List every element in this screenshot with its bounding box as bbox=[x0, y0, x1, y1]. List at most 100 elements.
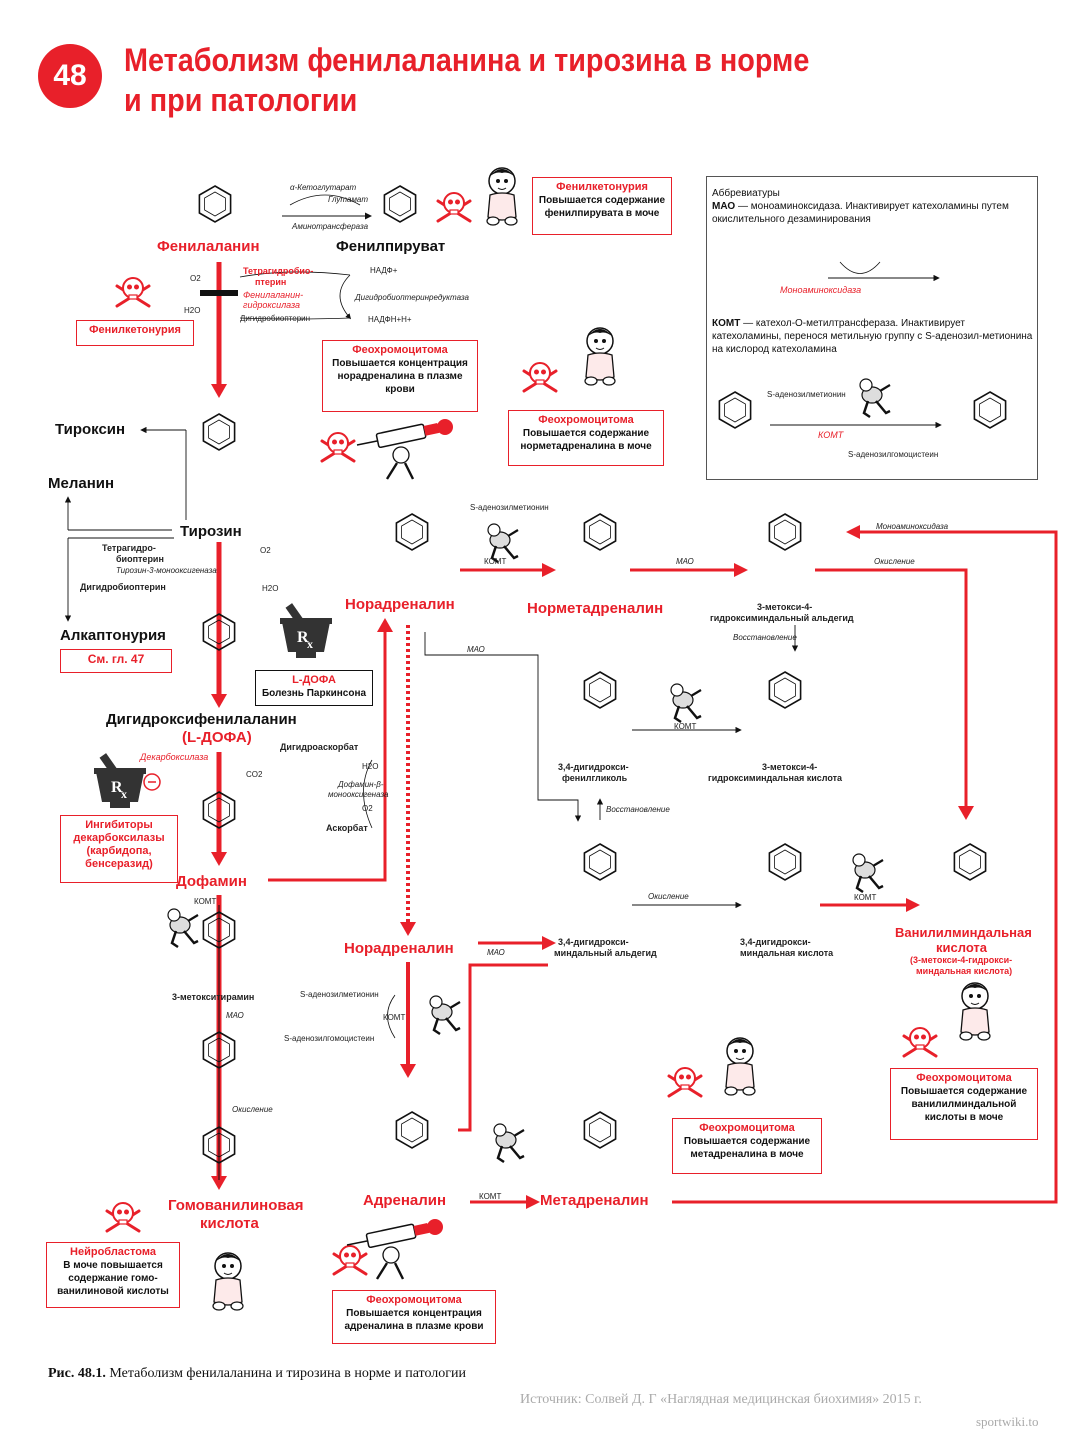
inhib-line-4: бенсеразид) bbox=[85, 858, 153, 870]
reagent-thbp2-2: биоптерин bbox=[116, 554, 164, 564]
box-ldopa-desc: Болезнь Паркинсона bbox=[261, 688, 367, 699]
box-pheo5-title: Феохромоцитома bbox=[916, 1072, 1012, 1084]
label-dhpg-2: фенилгликоль bbox=[562, 773, 628, 783]
box-pku-top-desc: Повышается содержание фенилпирувата в мо… bbox=[538, 195, 666, 219]
main-pathway-arrows bbox=[200, 262, 238, 1190]
reagent-komt-6: КОМТ bbox=[479, 1192, 502, 1201]
abbr-mao-enzyme: Моноаминоксидаза bbox=[780, 285, 862, 295]
abbreviations-heading: Аббревиатуры bbox=[712, 188, 780, 199]
box-neuro-title: Нейробластома bbox=[70, 1246, 156, 1258]
label-vma-2: кислота bbox=[936, 940, 988, 955]
box-pheo1-desc: Повышается концентрация норадреналина в … bbox=[332, 358, 468, 395]
box-see-chapter-text: См. гл. 47 bbox=[87, 652, 145, 666]
label-metanephrine: Метадреналин bbox=[540, 1192, 649, 1209]
box-neuro-desc: В моче повышается содержание гомо-ванили… bbox=[57, 1260, 169, 1297]
label-alkaptonuria: Алкаптонурия bbox=[60, 627, 166, 644]
reagent-dhpr: Дигидробиоптеринредуктаза bbox=[355, 293, 469, 302]
inhib-line-2: декарбоксилазы bbox=[73, 832, 165, 844]
reagent-komt-1: КОМТ bbox=[194, 897, 217, 906]
label-mhpg-2: гидроксиминдальная кислота bbox=[708, 773, 843, 783]
label-noradrenaline-top: Норадреналин bbox=[345, 596, 455, 613]
reagent-mao-3: МАО bbox=[467, 645, 485, 654]
abbreviations-panel bbox=[706, 176, 1038, 480]
box-pku-left-title: Фенилкетонурия bbox=[89, 324, 181, 336]
reagent-decarboxylase: Декарбоксилаза bbox=[140, 752, 209, 762]
reagent-mao-2: МАО bbox=[676, 557, 694, 566]
reagent-thbp2: Тетрагидро- bbox=[102, 543, 156, 553]
box-decarboxylase-inhibitors: Ингибиторы декарбоксилазы (карбидопа, бе… bbox=[60, 815, 178, 883]
reagent-komt-4: КОМТ bbox=[854, 893, 877, 902]
box-pheo3-desc: Повышается концентрация адреналина в пла… bbox=[344, 1308, 484, 1332]
reagent-mao-1: МАО bbox=[226, 1011, 244, 1020]
reagent-aminotransferase: Аминотрансфераза bbox=[292, 222, 369, 231]
reagent-o2-2: O2 bbox=[260, 546, 271, 555]
label-methoxytyramine: 3-метокситирамин bbox=[172, 992, 255, 1002]
reagent-thbp: Тетрагидробио- bbox=[243, 266, 314, 276]
reagent-komt-5: КОМТ bbox=[383, 1013, 406, 1022]
reagent-oxidation-2: Окисление bbox=[874, 557, 915, 566]
reagent-reduction-1: Восстановление bbox=[733, 633, 797, 642]
box-ldopa-parkinson: L-ДОФА Болезнь Паркинсона bbox=[255, 670, 373, 706]
label-mhpg: 3-метокси-4- bbox=[762, 762, 818, 772]
box-pku-left: Фенилкетонурия bbox=[76, 320, 194, 346]
title-line-2: и при патологии bbox=[124, 82, 358, 118]
reagent-reduction-2: Восстановление bbox=[606, 805, 670, 814]
box-pku-top: Фенилкетонурия Повышается содержание фен… bbox=[532, 177, 672, 235]
reagent-oxidation-3: Окисление bbox=[648, 892, 689, 901]
label-vma: Ванилилминдальная bbox=[895, 925, 1032, 940]
inhib-line-1: Ингибиторы bbox=[85, 819, 153, 831]
box-pheo-adrenaline-plasma: Феохромоцитома Повышается концентрация а… bbox=[332, 1290, 496, 1344]
label-dhma-aldehyde: 3,4-дигидрокси- bbox=[558, 937, 629, 947]
reagent-tyr-mono: Тирозин-3-монооксигеназа bbox=[116, 566, 217, 575]
inhib-line-3: (карбидопа, bbox=[86, 845, 152, 857]
site-watermark: sportwiki.to bbox=[976, 1414, 1039, 1429]
dopamine-to-noradrenaline-arrow bbox=[268, 625, 387, 882]
abbreviations-text: Аббревиатуры МАО — моноаминоксидаза. Ина… bbox=[712, 187, 1034, 226]
reagent-co2: CO2 bbox=[246, 770, 263, 779]
abbr-komt-enzyme: КОМТ bbox=[818, 430, 844, 440]
reagent-o2: O2 bbox=[190, 274, 201, 283]
syringe-runner-icon bbox=[345, 417, 455, 1281]
box-pheo-vma-urine: Феохромоцитома Повышается содержание ван… bbox=[890, 1068, 1038, 1140]
box-neuroblastoma: Нейробластома В моче повышается содержан… bbox=[46, 1242, 180, 1308]
label-phenylalanine: Фенилаланин bbox=[157, 238, 260, 255]
box-pheo2-desc: Повышается содержание норметадреналина в… bbox=[520, 428, 652, 452]
label-tyrosine: Тирозин bbox=[180, 523, 242, 540]
label-homovanillic: Гомованилиновая bbox=[168, 1197, 304, 1214]
box-pheo5-desc: Повышается содержание ванилилминдальной … bbox=[900, 1086, 1028, 1123]
box-pheo-metanephrine-urine: Феохромоцитома Повышается содержание мет… bbox=[672, 1118, 822, 1174]
reagent-dbh: Дофамин-β- bbox=[338, 780, 384, 789]
label-dhma-aldehyde-2: миндальный альдегид bbox=[554, 948, 657, 958]
label-melanin: Меланин bbox=[48, 475, 115, 492]
reagent-a-ketoglutarate: α-Кетоглутарат bbox=[290, 183, 357, 192]
box-pheo4-desc: Повышается содержание метадреналина в мо… bbox=[683, 1136, 811, 1160]
box-pheo2-title: Феохромоцитома bbox=[538, 414, 634, 426]
abbreviations-komt: КОМТ — катехол-O-метилтрансфераза. Инакт… bbox=[712, 317, 1034, 356]
reagent-mao-4: МАО bbox=[487, 948, 505, 957]
reagent-nadph: НАДФН+Н+ bbox=[368, 315, 412, 324]
box-ldopa-title: L-ДОФА bbox=[292, 674, 336, 686]
reagent-monoaminooxidase: Моноаминоксидаза bbox=[876, 522, 949, 531]
box-see-chapter: См. гл. 47 bbox=[60, 649, 172, 673]
komt-text: — катехол-O-метилтрансфераза. Инактивиру… bbox=[712, 318, 1033, 355]
reagent-dehydroascorbate: Дигидроаскорбат bbox=[280, 742, 359, 752]
reagent-nadp: НАДФ+ bbox=[370, 266, 398, 275]
mao-term: МАО bbox=[712, 201, 736, 212]
reagent-dhbp: Дигидробиоптерин bbox=[240, 314, 311, 323]
box-pheo1-title: Феохромоцитома bbox=[352, 344, 448, 356]
abbr-sam: S-аденозилметионин bbox=[767, 390, 846, 399]
label-mhma-aldehyde-2: гидроксиминдальный альдегид bbox=[710, 613, 854, 623]
reagent-sam-2: S-аденозилметионин bbox=[300, 990, 379, 999]
label-vma-3: (3-метокси-4-гидрокси- bbox=[910, 955, 1013, 965]
reagent-h2o: H2O bbox=[184, 306, 201, 315]
reagent-pah-2: гидроксилаза bbox=[243, 300, 301, 310]
label-dopamine: Дофамин bbox=[176, 873, 247, 890]
box-pheo4-title: Феохромоцитома bbox=[699, 1122, 795, 1134]
label-dhma-acid-2: миндальная кислота bbox=[740, 948, 834, 958]
chapter-badge: 48 bbox=[38, 44, 102, 108]
figure-label: Рис. 48.1. bbox=[48, 1366, 106, 1381]
reagent-dbh-2: монооксигеназа bbox=[328, 790, 389, 799]
reagent-oxidation-1: Окисление bbox=[232, 1105, 273, 1114]
label-adrenaline: Адреналин bbox=[363, 1192, 447, 1209]
